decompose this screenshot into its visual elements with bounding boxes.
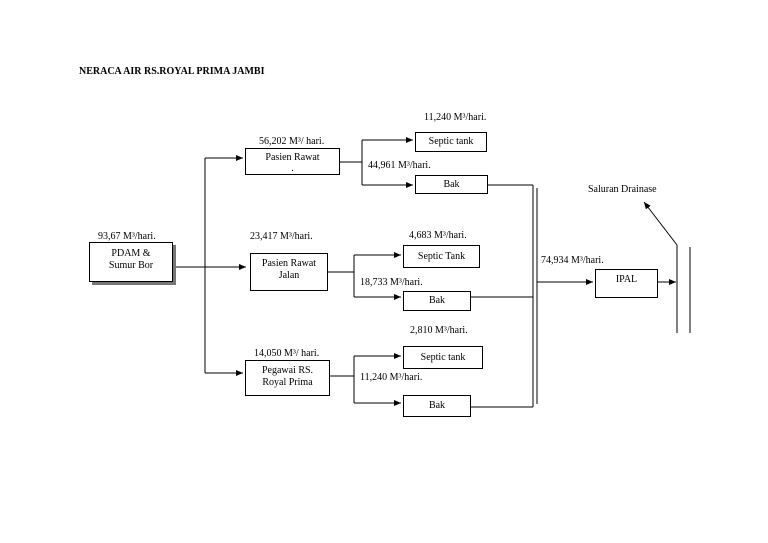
bak-1-box: Bak xyxy=(415,175,488,194)
rawat-jalan-line1: Pasien Rawat xyxy=(261,258,317,269)
bak1-flow-label: 44,961 M³/hari. xyxy=(368,160,431,171)
septic-tank-3-box: Septic tank xyxy=(403,346,483,369)
septic1-flow-label: 11,240 M³/hari. xyxy=(424,112,487,123)
septic-tank-1-box: Septic tank xyxy=(415,132,487,152)
rawat-inap-flow-label: 56,202 M³/ hari. xyxy=(259,136,325,147)
bak-2-box: Bak xyxy=(403,291,471,311)
pegawai-line2: Royal Prima xyxy=(262,377,313,388)
pegawai-flow-label: 14,050 M³/ hari. xyxy=(254,348,320,359)
rawat-inap-line1: Pasien Rawat xyxy=(265,152,320,163)
saluran-drainase-label: Saluran Drainase xyxy=(588,184,657,195)
diagram-title: NERACA AIR RS.ROYAL PRIMA JAMBI xyxy=(79,66,265,77)
rawat-jalan-line2: Jalan xyxy=(278,270,300,281)
pdam-line1: PDAM & xyxy=(111,248,151,259)
pasien-rawat-jalan-box: Pasien Rawat Jalan xyxy=(250,253,328,291)
pasien-rawat-inap-box: Pasien Rawat . xyxy=(245,148,340,175)
rawat-jalan-flow-label: 23,417 M³/hari. xyxy=(250,231,313,242)
pegawai-box: Pegawai RS. Royal Prima xyxy=(245,360,330,396)
pdam-flow-label: 93,67 M³/hari. xyxy=(98,231,156,242)
bak-3-box: Bak xyxy=(403,395,471,417)
septic-tank-2-box: Septic Tank xyxy=(403,245,480,268)
ipal-flow-label: 74,934 M³/hari. xyxy=(541,255,604,266)
pdam-line2: Sumur Bor xyxy=(108,260,154,271)
bak2-flow-label: 18,733 M³/hari. xyxy=(360,277,423,288)
pegawai-line1: Pegawai RS. xyxy=(261,365,314,376)
arrow-drainase-out xyxy=(643,201,678,246)
septic2-flow-label: 4,683 M³/hari. xyxy=(409,230,467,241)
septic3-flow-label: 2,810 M³/hari. xyxy=(410,325,468,336)
rawat-inap-line2: . xyxy=(291,163,294,174)
pdam-sumur-bor-box: PDAM & Sumur Bor xyxy=(89,242,173,282)
ipal-box: IPAL xyxy=(595,269,658,298)
bak3-flow-label: 11,240 M³/hari. xyxy=(360,372,423,383)
